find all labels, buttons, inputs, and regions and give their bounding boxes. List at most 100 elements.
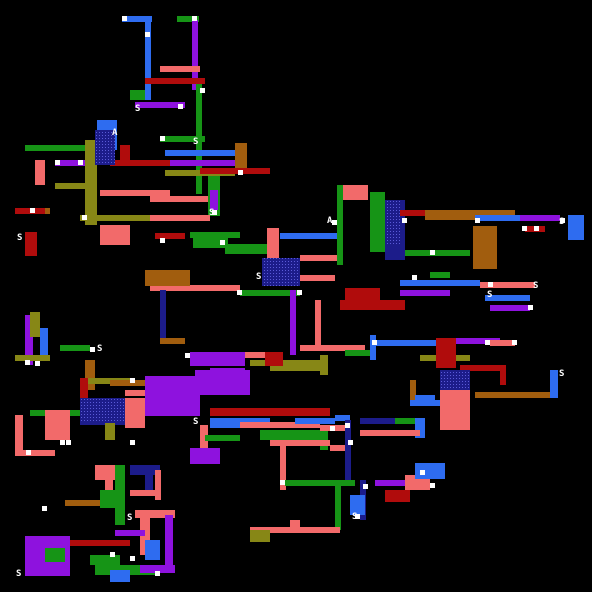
corridor-segment xyxy=(315,300,321,350)
corridor-segment xyxy=(80,378,88,403)
room xyxy=(265,352,283,366)
corridor-segment xyxy=(500,365,506,385)
door-marker xyxy=(160,136,165,141)
corridor-segment xyxy=(337,185,343,265)
corridor-segment xyxy=(90,555,120,565)
map-label: S xyxy=(127,513,132,523)
room-layer xyxy=(25,120,497,576)
corridor-segment xyxy=(300,255,340,261)
corridor-segment xyxy=(370,335,376,360)
corridor-segment xyxy=(335,415,350,421)
door-marker xyxy=(475,218,480,223)
corridor-segment xyxy=(210,408,330,416)
corridor-segment xyxy=(190,232,240,238)
room xyxy=(130,160,170,166)
corridor-segment xyxy=(150,215,210,221)
corridor-segment xyxy=(267,228,279,258)
corridor-segment xyxy=(155,470,161,500)
corridor-segment xyxy=(130,490,155,496)
corridor-segment xyxy=(135,102,185,108)
corridor-segment xyxy=(55,160,85,166)
door-marker xyxy=(345,423,350,428)
corridor-segment xyxy=(210,368,245,374)
corridor-segment xyxy=(250,527,340,533)
door-marker xyxy=(528,305,533,310)
corridor-segment xyxy=(140,565,175,573)
door-marker xyxy=(178,104,183,109)
corridor-segment xyxy=(60,345,90,351)
map-label: S xyxy=(352,512,357,522)
map-label: S xyxy=(17,233,22,243)
corridor-segment xyxy=(205,435,240,441)
room xyxy=(440,405,470,430)
door-marker xyxy=(145,32,150,37)
door-marker xyxy=(25,360,30,365)
door-marker xyxy=(60,440,65,445)
door-marker xyxy=(534,226,539,231)
door-marker xyxy=(212,210,217,215)
corridor-segment xyxy=(330,445,350,451)
corridor-segment xyxy=(370,340,440,346)
room xyxy=(100,490,118,508)
room xyxy=(145,376,200,416)
room xyxy=(190,448,220,464)
map-label: S xyxy=(256,272,261,282)
corridor-segment xyxy=(360,430,420,436)
corridor-segment xyxy=(280,445,286,470)
corridor-segment xyxy=(100,190,170,196)
corridor-segment xyxy=(160,66,200,72)
corridor-segment xyxy=(55,183,90,189)
door-marker xyxy=(160,238,165,243)
corridor-segment xyxy=(250,360,325,366)
door-marker xyxy=(348,440,353,445)
corridor-segment xyxy=(165,515,173,570)
corridor-segment xyxy=(150,285,240,291)
room xyxy=(210,190,218,210)
corridor-segment xyxy=(400,280,480,286)
door-marker xyxy=(488,282,493,287)
door-marker xyxy=(155,571,160,576)
corridor-segment xyxy=(40,328,48,358)
door-marker xyxy=(363,484,368,489)
door-marker xyxy=(332,220,337,225)
corridor-segment xyxy=(85,140,97,225)
corridor-segment xyxy=(135,510,175,518)
room xyxy=(436,338,456,368)
corridor-segment xyxy=(110,570,130,582)
door-marker xyxy=(420,470,425,475)
door-marker xyxy=(560,218,565,223)
door-marker xyxy=(512,340,517,345)
door-marker xyxy=(110,552,115,557)
corridor-segment xyxy=(295,418,335,424)
corridor-segment xyxy=(165,160,235,166)
door-marker xyxy=(42,506,47,511)
door-marker xyxy=(220,240,225,245)
corridor-segment xyxy=(85,360,95,390)
corridor-segment xyxy=(370,192,385,252)
corridor-segment xyxy=(550,370,558,398)
door-marker xyxy=(372,340,377,345)
room xyxy=(100,225,130,245)
corridor-segment xyxy=(245,352,265,358)
corridor-segment xyxy=(520,215,560,221)
corridor-segment xyxy=(290,290,296,355)
corridor-segment xyxy=(190,360,245,366)
room xyxy=(415,463,445,479)
corridor-segment xyxy=(105,470,113,495)
corridor-segment xyxy=(105,420,115,440)
corridor-segment xyxy=(300,275,335,281)
corridor-segment xyxy=(145,540,160,560)
door-marker xyxy=(200,88,205,93)
corridor-segment xyxy=(45,410,70,440)
map-label: S xyxy=(193,137,198,147)
corridor-segment xyxy=(30,312,40,337)
corridor-segment xyxy=(345,350,375,356)
door-marker xyxy=(355,514,360,519)
room xyxy=(473,226,497,269)
corridor-segment xyxy=(125,398,145,428)
corridor-segment xyxy=(475,392,550,398)
corridor-segment xyxy=(200,168,270,174)
door-marker xyxy=(522,226,527,231)
corridor-segment xyxy=(385,490,410,502)
door-marker xyxy=(130,440,135,445)
